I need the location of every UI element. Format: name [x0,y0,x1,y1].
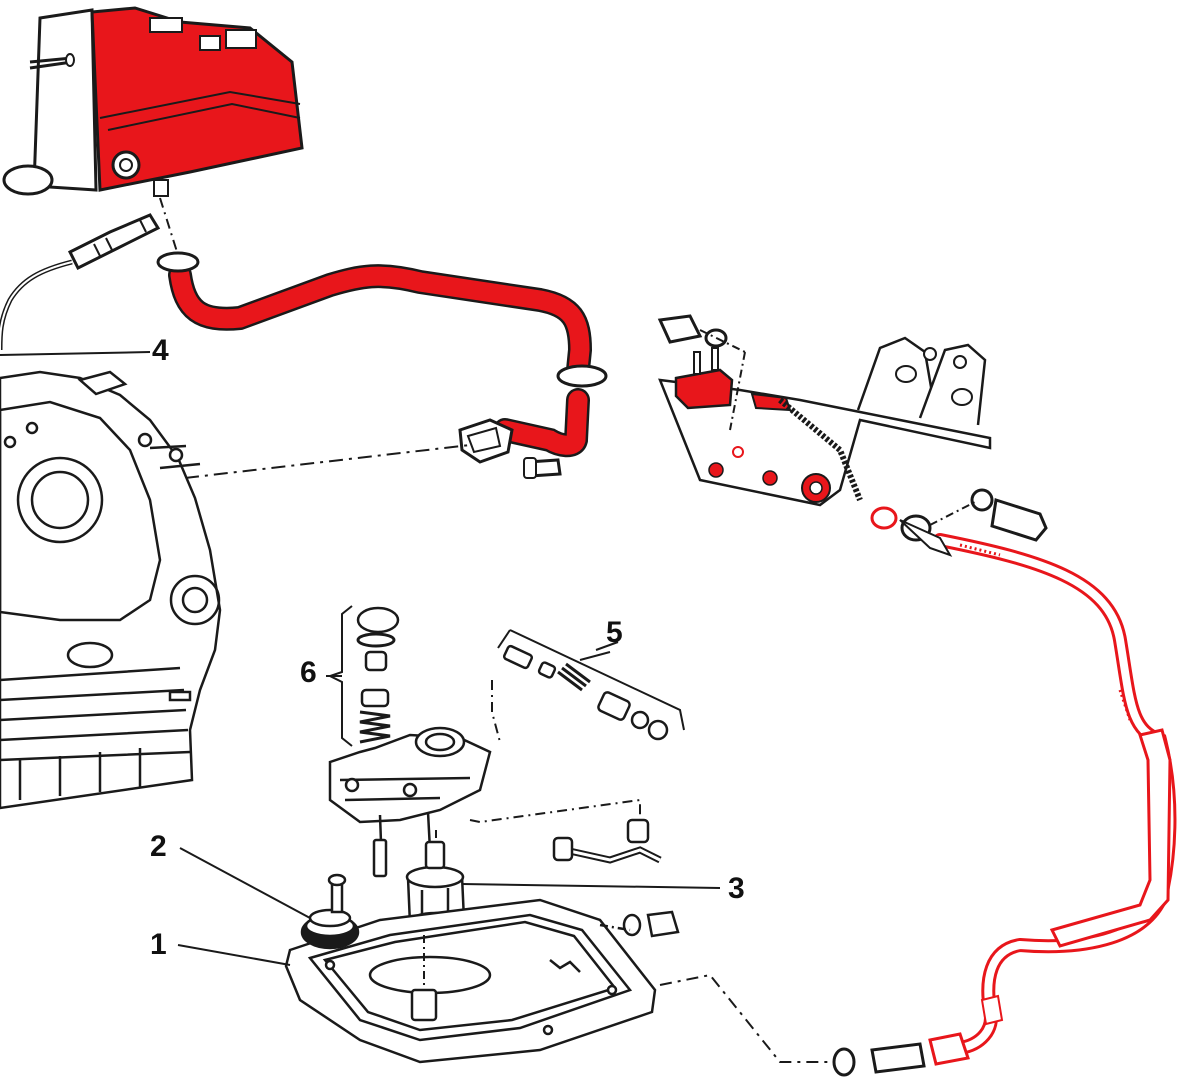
terminal-block [674,368,734,410]
callout-3: 3 [728,872,745,905]
oil-tank [2,6,304,197]
engine-crankcase [0,370,222,810]
oil-tank-cylinder [32,8,98,192]
callout-5: 5 [606,616,623,649]
hose-lower-fill [495,390,588,455]
relief-valve-cap [356,606,400,634]
bracket-plate [658,378,992,507]
banjo-bolt-top [990,498,1048,542]
relief-valve-sleeve [360,688,390,708]
hose-clamp-top [156,251,200,273]
feed-pipe-outline [933,533,1177,1059]
red-grommet-1 [708,462,724,478]
oil-return-hose [156,251,608,479]
relief-valve-oring [356,632,396,648]
oil-feed-pipe [832,488,1177,1077]
banjo-fitting-bottom [928,1032,970,1066]
hose-clamp-mid [556,364,608,388]
relief-valve-spring [359,710,391,744]
drain-plug-boss [410,988,438,1022]
hose-fill [170,265,590,380]
feed-pipe-core [936,536,1174,1056]
relief-valve-piston [364,650,388,672]
sensor-body [67,213,161,271]
oil-pan [284,873,680,1064]
mount-bolt [657,314,703,344]
oil-sensor [0,213,161,351]
mount-tab-right [918,343,987,426]
oil-tank-fill-cap [111,150,141,180]
leader-1 [177,944,291,966]
crankcase-bore [16,456,104,544]
leader-5 [595,641,619,651]
drive-chain [778,397,863,502]
callout-6: 6 [300,656,317,689]
union-bolt-bottom [870,1042,926,1074]
oil-tank-end-cap [2,164,54,196]
drain-plug [646,910,680,938]
oil-pump [328,606,669,933]
red-grommet-2 [762,470,778,486]
valve-cartridge-kit [502,644,669,741]
pump-mount-bolt [372,838,388,878]
banjo-fitting-top [870,506,898,530]
oil-pan-outline [284,898,657,1064]
hose-bracket [458,418,514,464]
callout-1: 1 [150,928,167,961]
frame-bracket [657,314,992,507]
leader-4 [0,351,151,356]
callout-4: 4 [152,334,169,367]
leader-2 [179,847,311,919]
leader-3 [461,883,721,889]
callout-2: 2 [150,830,167,863]
cable-clip [750,392,792,412]
